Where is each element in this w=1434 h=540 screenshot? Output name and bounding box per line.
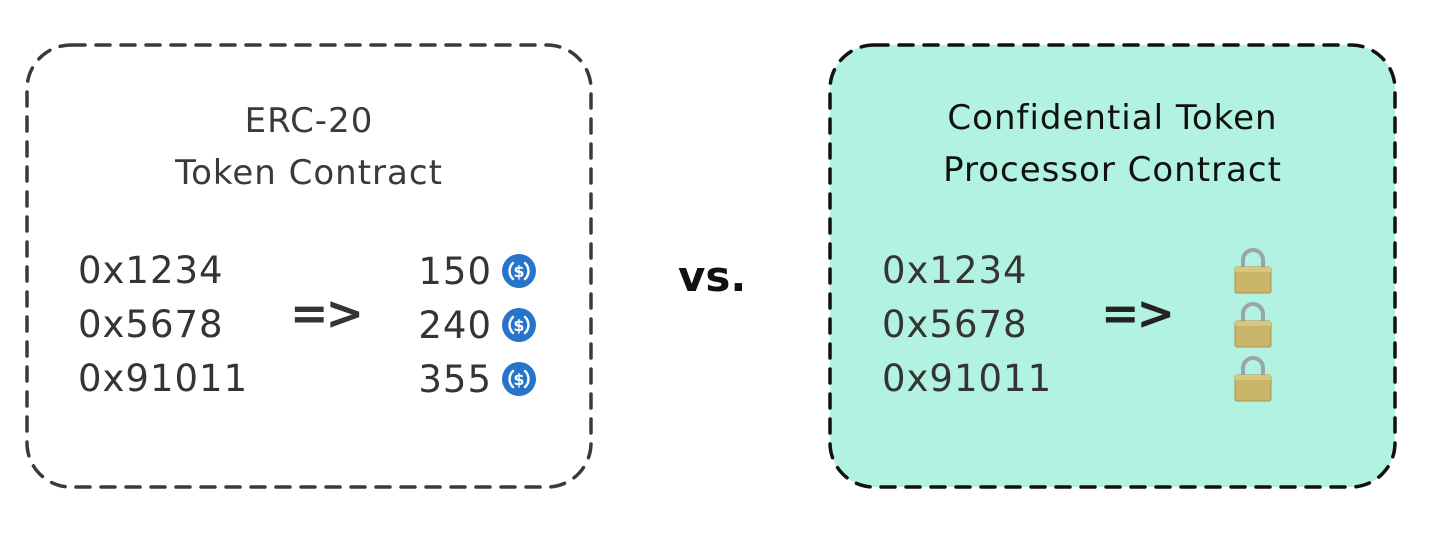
address-list: 0x1234 0x5678 0x91011: [78, 244, 248, 406]
usdc-coin-icon: $: [502, 254, 536, 288]
title-line-1: Confidential Token: [947, 98, 1278, 138]
balance-list: 150 $ 240 $ 355 $: [402, 244, 536, 406]
title-line-1: ERC-20: [244, 101, 374, 141]
box-title: ERC-20 Token Contract: [24, 95, 594, 199]
lock-icon: [1231, 354, 1275, 408]
address-list: 0x1234 0x5678 0x91011: [882, 244, 1052, 406]
usdc-coin-icon: $: [502, 308, 536, 342]
balance-row: 355 $: [402, 352, 536, 406]
address: 0x91011: [882, 357, 1053, 400]
box-title: Confidential Token Processor Contract: [827, 92, 1398, 196]
svg-text:$: $: [513, 370, 524, 389]
balance-value: 150: [418, 249, 492, 293]
address: 0x1234: [882, 249, 1028, 292]
balance-value: 355: [418, 357, 492, 401]
mapping-arrow: =>: [290, 286, 364, 340]
lock-icon: [1231, 300, 1275, 354]
vs-label: vs.: [678, 252, 747, 301]
confidential-token-processor-box: Confidential Token Processor Contract 0x…: [827, 42, 1398, 490]
address: 0x1234: [78, 249, 224, 292]
mapping-arrow: =>: [1101, 286, 1175, 340]
balance-row: 240 $: [402, 298, 536, 352]
usdc-coin-icon: $: [502, 362, 536, 396]
address: 0x5678: [882, 303, 1028, 346]
svg-text:$: $: [513, 316, 524, 335]
encrypted-balance-list: [1231, 246, 1275, 408]
lock-icon: [1231, 246, 1275, 300]
erc20-token-contract-box: ERC-20 Token Contract 0x1234 0x5678 0x91…: [24, 42, 594, 490]
svg-text:$: $: [513, 262, 524, 281]
title-line-2: Processor Contract: [943, 150, 1282, 190]
address: 0x5678: [78, 303, 224, 346]
balance-row: 150 $: [402, 244, 536, 298]
balance-value: 240: [418, 303, 492, 347]
dashed-border: [25, 43, 593, 489]
address: 0x91011: [78, 357, 249, 400]
title-line-2: Token Contract: [175, 153, 443, 193]
